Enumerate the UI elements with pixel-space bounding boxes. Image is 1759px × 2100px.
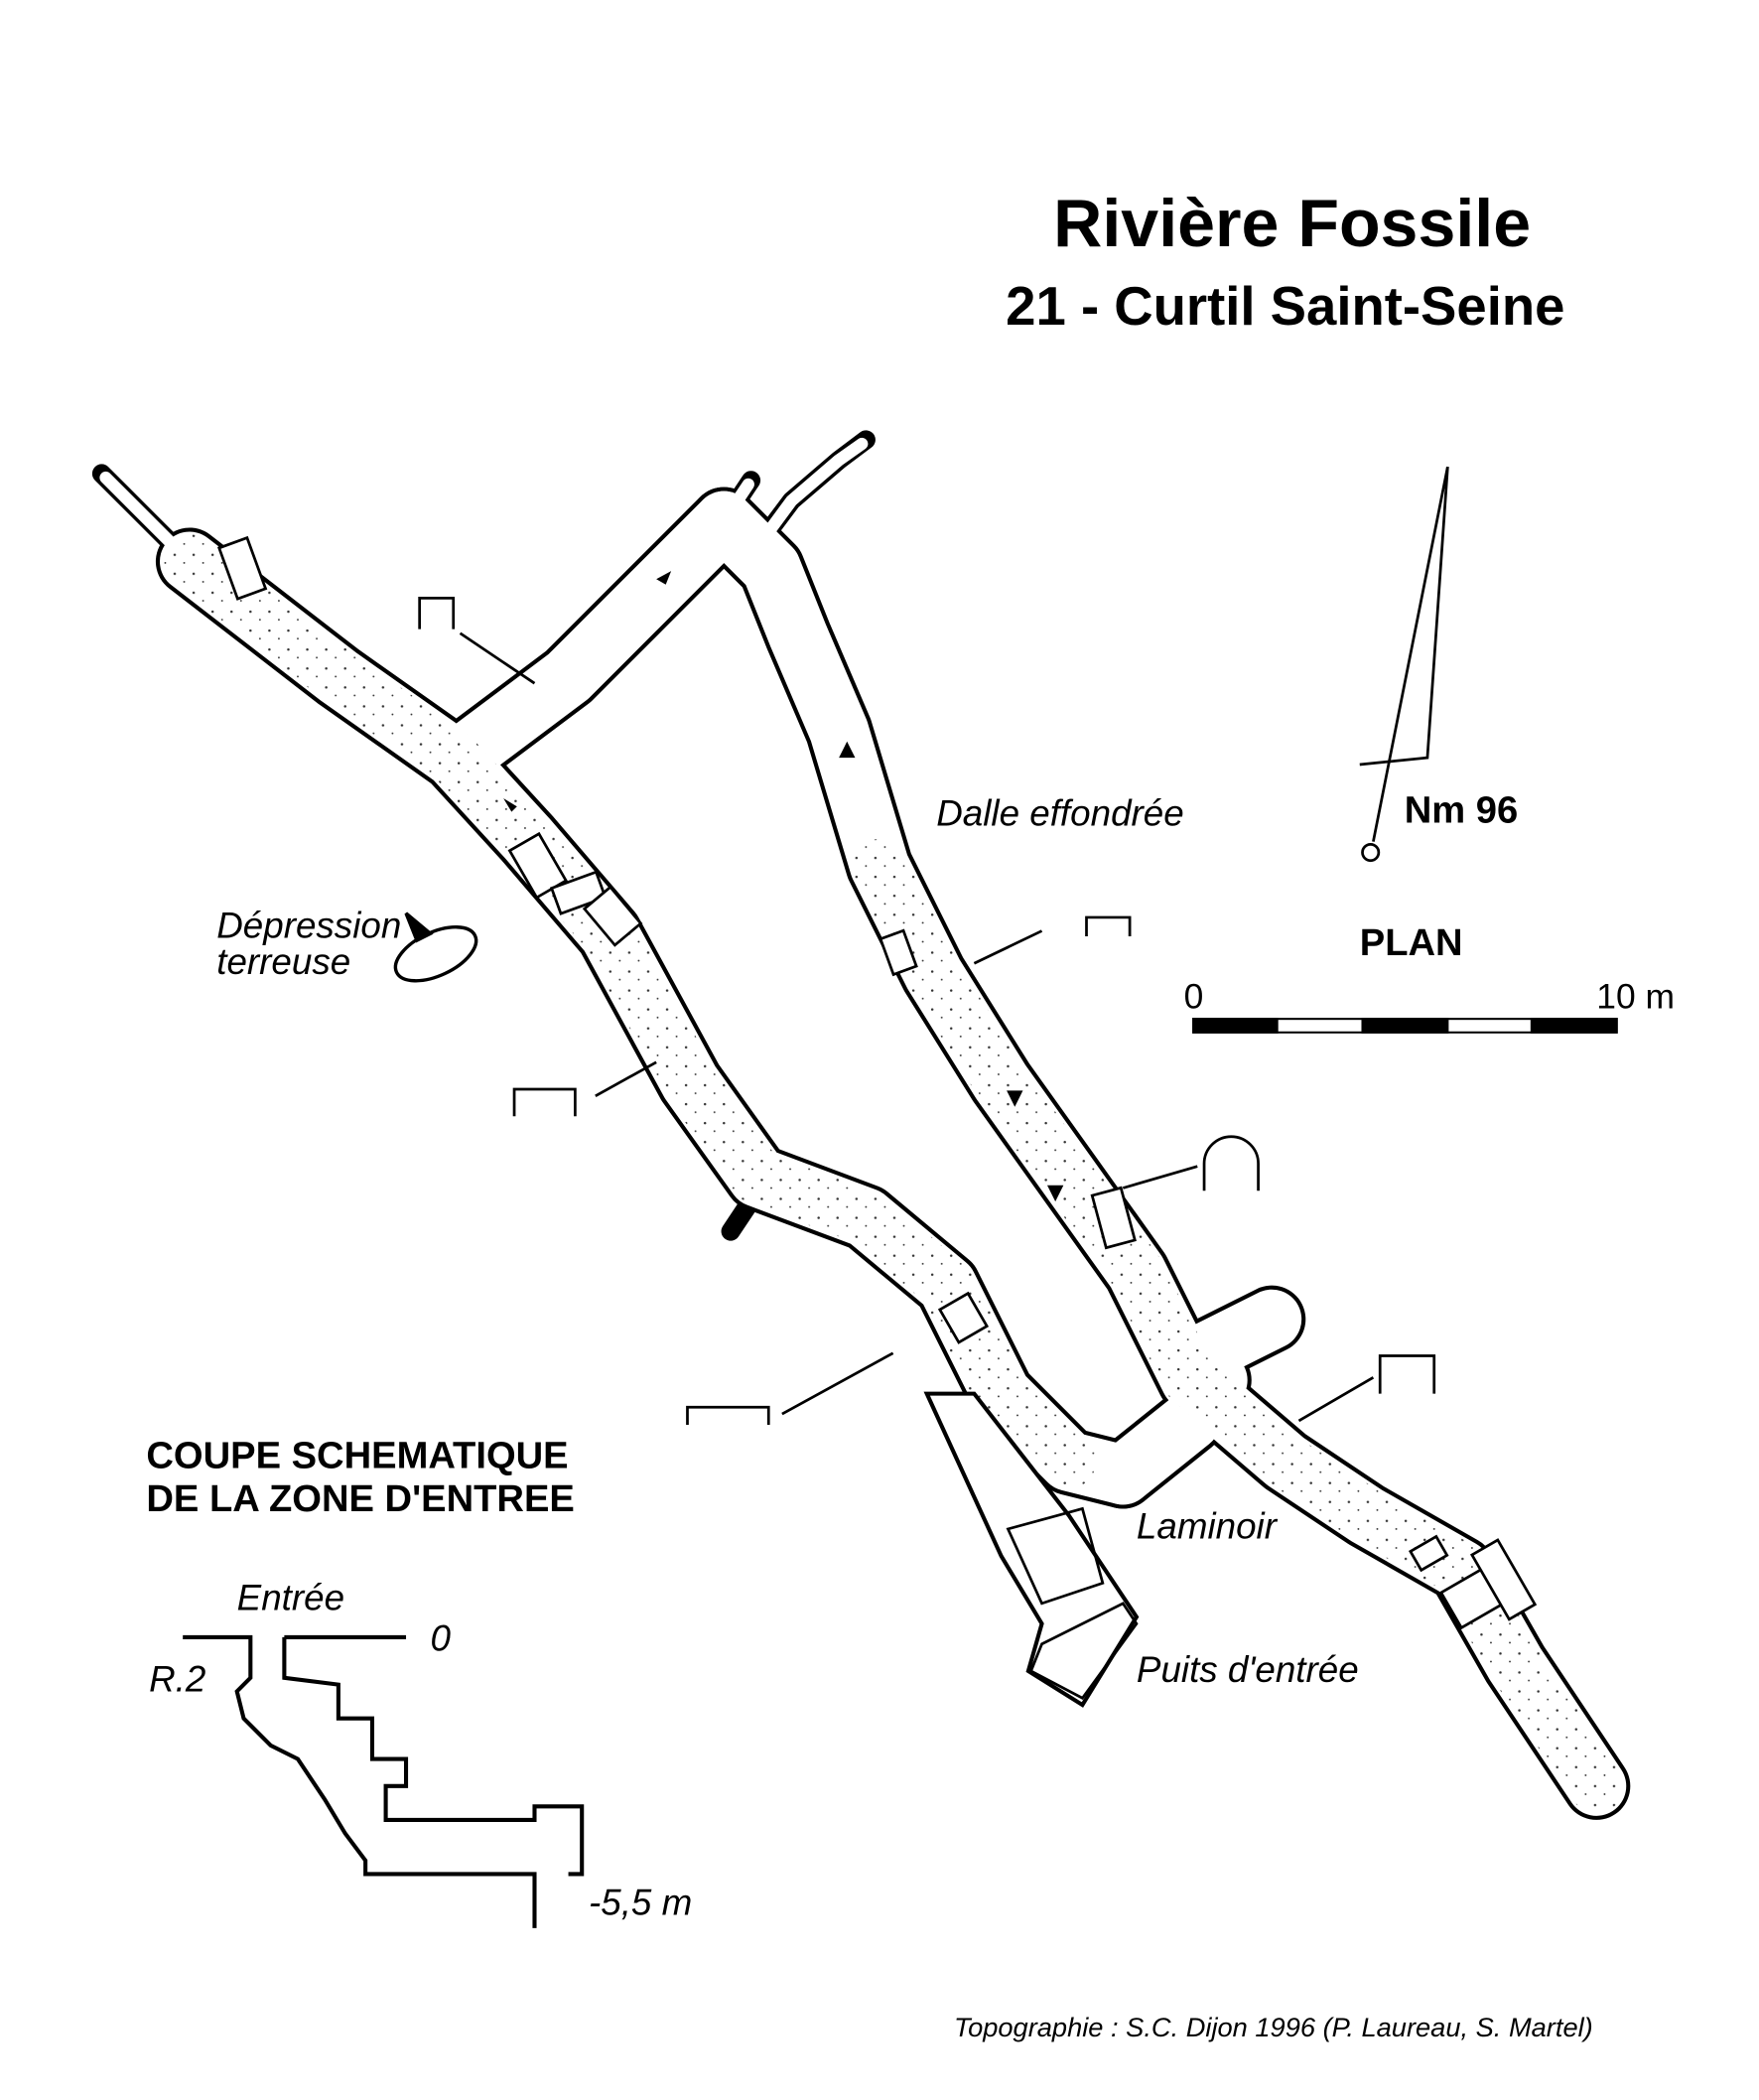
label-laminoir: Laminoir — [1137, 1505, 1279, 1546]
flow-arrows — [503, 571, 1064, 1202]
coupe-zero: 0 — [431, 1618, 452, 1659]
coupe-title-1: COUPE SCHEMATIQUE — [146, 1435, 568, 1477]
map-title: Rivière Fossile — [1053, 186, 1531, 261]
cross-sections — [418, 596, 1436, 1425]
label-dalle-effondree: Dalle effondrée — [936, 792, 1183, 833]
credits: Topographie : S.C. Dijon 1996 (P. Laurea… — [954, 2012, 1593, 2042]
north-label: Nm 96 — [1405, 789, 1518, 832]
coupe-depth: -5,5 m — [589, 1882, 692, 1922]
coupe-entree: Entrée — [237, 1578, 344, 1618]
label-terreuse: terreuse — [216, 941, 350, 982]
north-arrow-icon — [1359, 466, 1449, 863]
label-depression: Dépression — [216, 905, 401, 945]
coupe-r2: R.2 — [149, 1658, 205, 1699]
cave-passages — [91, 430, 1631, 1820]
scale-end: 10 m — [1596, 976, 1675, 1016]
depression-symbol — [393, 911, 478, 983]
boulders — [216, 535, 1538, 1630]
scale-start: 0 — [1184, 976, 1204, 1016]
scale-bar — [1192, 1018, 1618, 1034]
coupe-title-2: DE LA ZONE D'ENTREE — [146, 1477, 574, 1520]
entrance-section-profile — [183, 1634, 585, 1928]
map-subtitle: 21 - Curtil Saint-Seine — [1006, 276, 1564, 337]
label-puits-entree: Puits d'entrée — [1137, 1649, 1359, 1690]
entrance-shaft — [923, 1391, 1140, 1708]
plan-label: PLAN — [1360, 921, 1463, 964]
